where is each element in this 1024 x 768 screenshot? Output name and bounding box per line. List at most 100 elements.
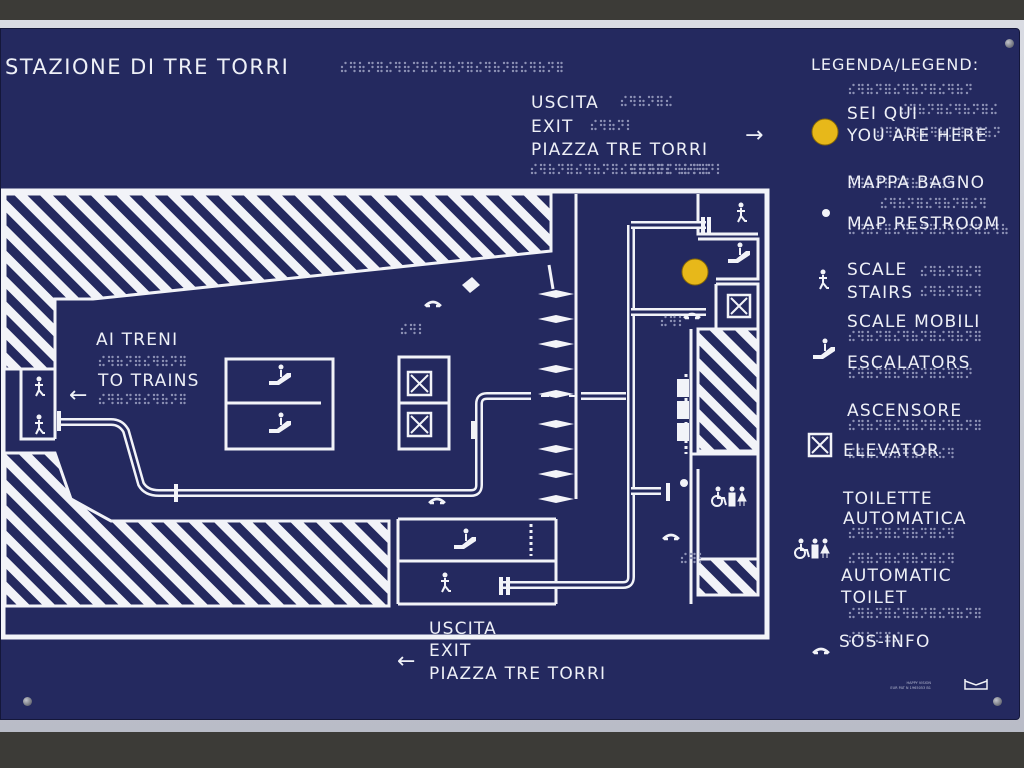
braille-dot — [911, 615, 915, 619]
braille-dot — [956, 91, 960, 95]
braille-row-1 — [620, 95, 672, 107]
braille-dot — [398, 69, 401, 73]
braille-dot — [906, 375, 909, 379]
braille-dot — [861, 527, 864, 531]
kiosk-marker — [462, 277, 480, 293]
stairs-icon — [441, 572, 451, 593]
stairs-figure — [819, 275, 829, 290]
braille-dot — [888, 423, 891, 427]
braille-dot — [906, 371, 909, 375]
braille-dot — [884, 535, 888, 539]
braille-dot — [920, 223, 924, 227]
braille-dot — [915, 615, 918, 619]
braille-dot — [879, 556, 882, 560]
braille-dot — [978, 223, 981, 227]
braille-dot — [698, 171, 702, 175]
braille-dot — [898, 205, 902, 209]
braille-dot — [884, 611, 888, 615]
braille-dot — [506, 61, 509, 65]
braille-dot — [965, 293, 969, 297]
braille-dot — [951, 265, 954, 269]
braille-dot — [179, 363, 183, 367]
braille-dot — [488, 69, 491, 73]
braille-dot — [866, 330, 870, 334]
braille-dot — [340, 69, 344, 73]
braille-dot — [876, 130, 880, 134]
elevator-icon — [807, 432, 833, 458]
braille-dot — [666, 171, 670, 175]
braille-dot — [693, 556, 696, 560]
woman-head — [822, 538, 828, 544]
braille-dot — [956, 330, 960, 334]
braille-dot — [920, 185, 924, 189]
station-outline — [1, 188, 770, 640]
braille-dot — [929, 330, 933, 334]
braille-dot — [643, 167, 646, 171]
braille-dot — [138, 359, 141, 363]
braille-dot — [660, 323, 664, 327]
braille-dot — [866, 231, 870, 235]
braille-dot — [358, 61, 362, 65]
braille-dot — [957, 134, 961, 138]
elevator-box — [406, 370, 433, 397]
braille-dot — [884, 455, 888, 459]
braille-dot — [969, 419, 972, 423]
escalator-step — [269, 373, 291, 385]
braille-dot — [875, 527, 879, 531]
braille-dot — [852, 607, 855, 611]
braille-dot — [990, 111, 994, 115]
man-body — [728, 492, 736, 507]
braille-dot — [904, 103, 907, 107]
braille-dot — [956, 285, 960, 289]
braille-dot — [416, 65, 419, 69]
braille-dot — [852, 91, 855, 95]
legend-stairs-en: STAIRS — [847, 283, 914, 303]
braille-dot — [673, 323, 676, 327]
braille-dot — [884, 223, 888, 227]
stairs-head — [36, 414, 42, 420]
braille-dot — [920, 269, 924, 273]
braille-dot — [425, 69, 428, 73]
braille-dot — [974, 289, 978, 293]
braille-dot — [924, 273, 927, 277]
braille-dot — [951, 552, 954, 556]
braille-dot — [875, 535, 879, 539]
braille-dot — [866, 560, 870, 564]
braille-dot — [857, 607, 861, 611]
braille-row-14 — [848, 330, 981, 342]
braille-dot — [852, 83, 855, 87]
braille-dot — [915, 87, 918, 91]
braille-dot — [857, 451, 861, 455]
braille-dot — [669, 163, 672, 167]
braille-dot — [884, 338, 888, 342]
braille-dot — [876, 134, 880, 138]
braille-dot — [657, 171, 661, 175]
braille-dot — [893, 91, 897, 95]
braille-dot — [880, 134, 883, 138]
restroom-dot — [680, 479, 688, 487]
braille-dot — [906, 615, 909, 619]
braille-dot — [929, 535, 933, 539]
man-head — [812, 538, 818, 544]
braille-dot — [861, 552, 864, 556]
braille-dot — [929, 265, 933, 269]
braille-dot — [848, 635, 852, 639]
braille-dot — [985, 111, 988, 115]
braille-dot — [1001, 227, 1005, 231]
braille-dot — [669, 95, 672, 99]
braille-dot — [538, 61, 542, 65]
braille-dot — [861, 631, 864, 635]
braille-dot — [956, 423, 960, 427]
braille-dot — [693, 171, 696, 175]
restricted-area-hatch-3 — [696, 557, 760, 597]
braille-dot — [913, 111, 916, 115]
braille-dot — [906, 91, 909, 95]
braille-dot — [870, 635, 873, 639]
braille-dot — [861, 451, 864, 455]
braille-dot — [143, 359, 147, 363]
braille-dot — [861, 447, 864, 451]
braille-dot — [942, 330, 945, 334]
braille-dot — [870, 91, 873, 95]
braille-dot — [951, 455, 954, 459]
braille-dot — [400, 327, 404, 331]
